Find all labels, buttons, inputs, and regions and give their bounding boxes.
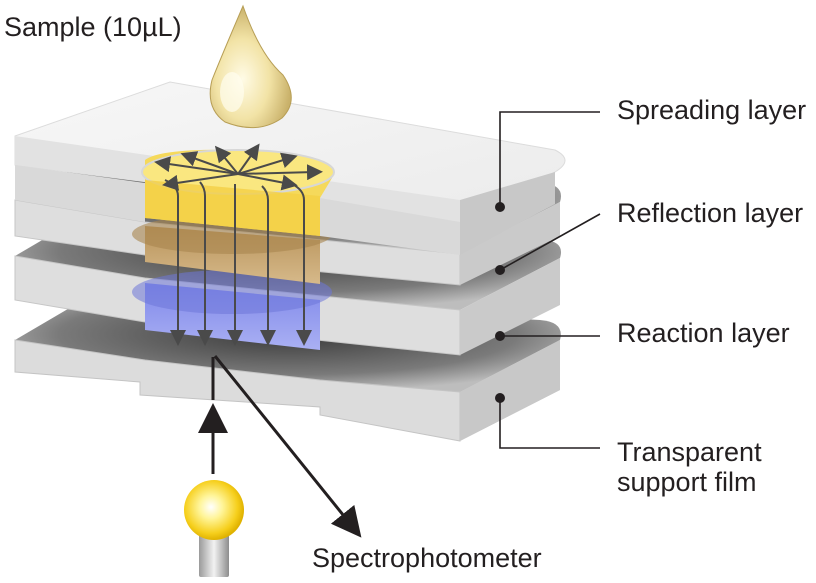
spectrophotometer-label: Spectrophotometer: [312, 543, 542, 573]
sample-droplet-icon: [209, 4, 292, 129]
light-path: [198, 355, 362, 538]
reaction-dot: [495, 331, 505, 341]
spreading-layer-label: Spreading layer: [617, 95, 807, 125]
lamp-icon: [184, 480, 244, 577]
reflection-layer-label: Reflection layer: [617, 198, 804, 228]
diffusion-arrows: [164, 179, 312, 346]
leader-dots: [495, 202, 505, 403]
reflection-dot: [495, 265, 505, 275]
reaction-layer-label: Reaction layer: [617, 318, 790, 348]
sample-label: Sample (10µL): [4, 12, 182, 42]
transparent-support-film-label: Transparent support film: [617, 437, 762, 497]
spreading-dot: [495, 202, 505, 212]
transparent-label-line1: Transparent: [617, 437, 762, 467]
leader-lines: [499, 111, 601, 449]
transparent-label-line2: support film: [617, 467, 757, 498]
spreading-arrows: [154, 143, 323, 191]
transparent-dot: [495, 393, 505, 403]
